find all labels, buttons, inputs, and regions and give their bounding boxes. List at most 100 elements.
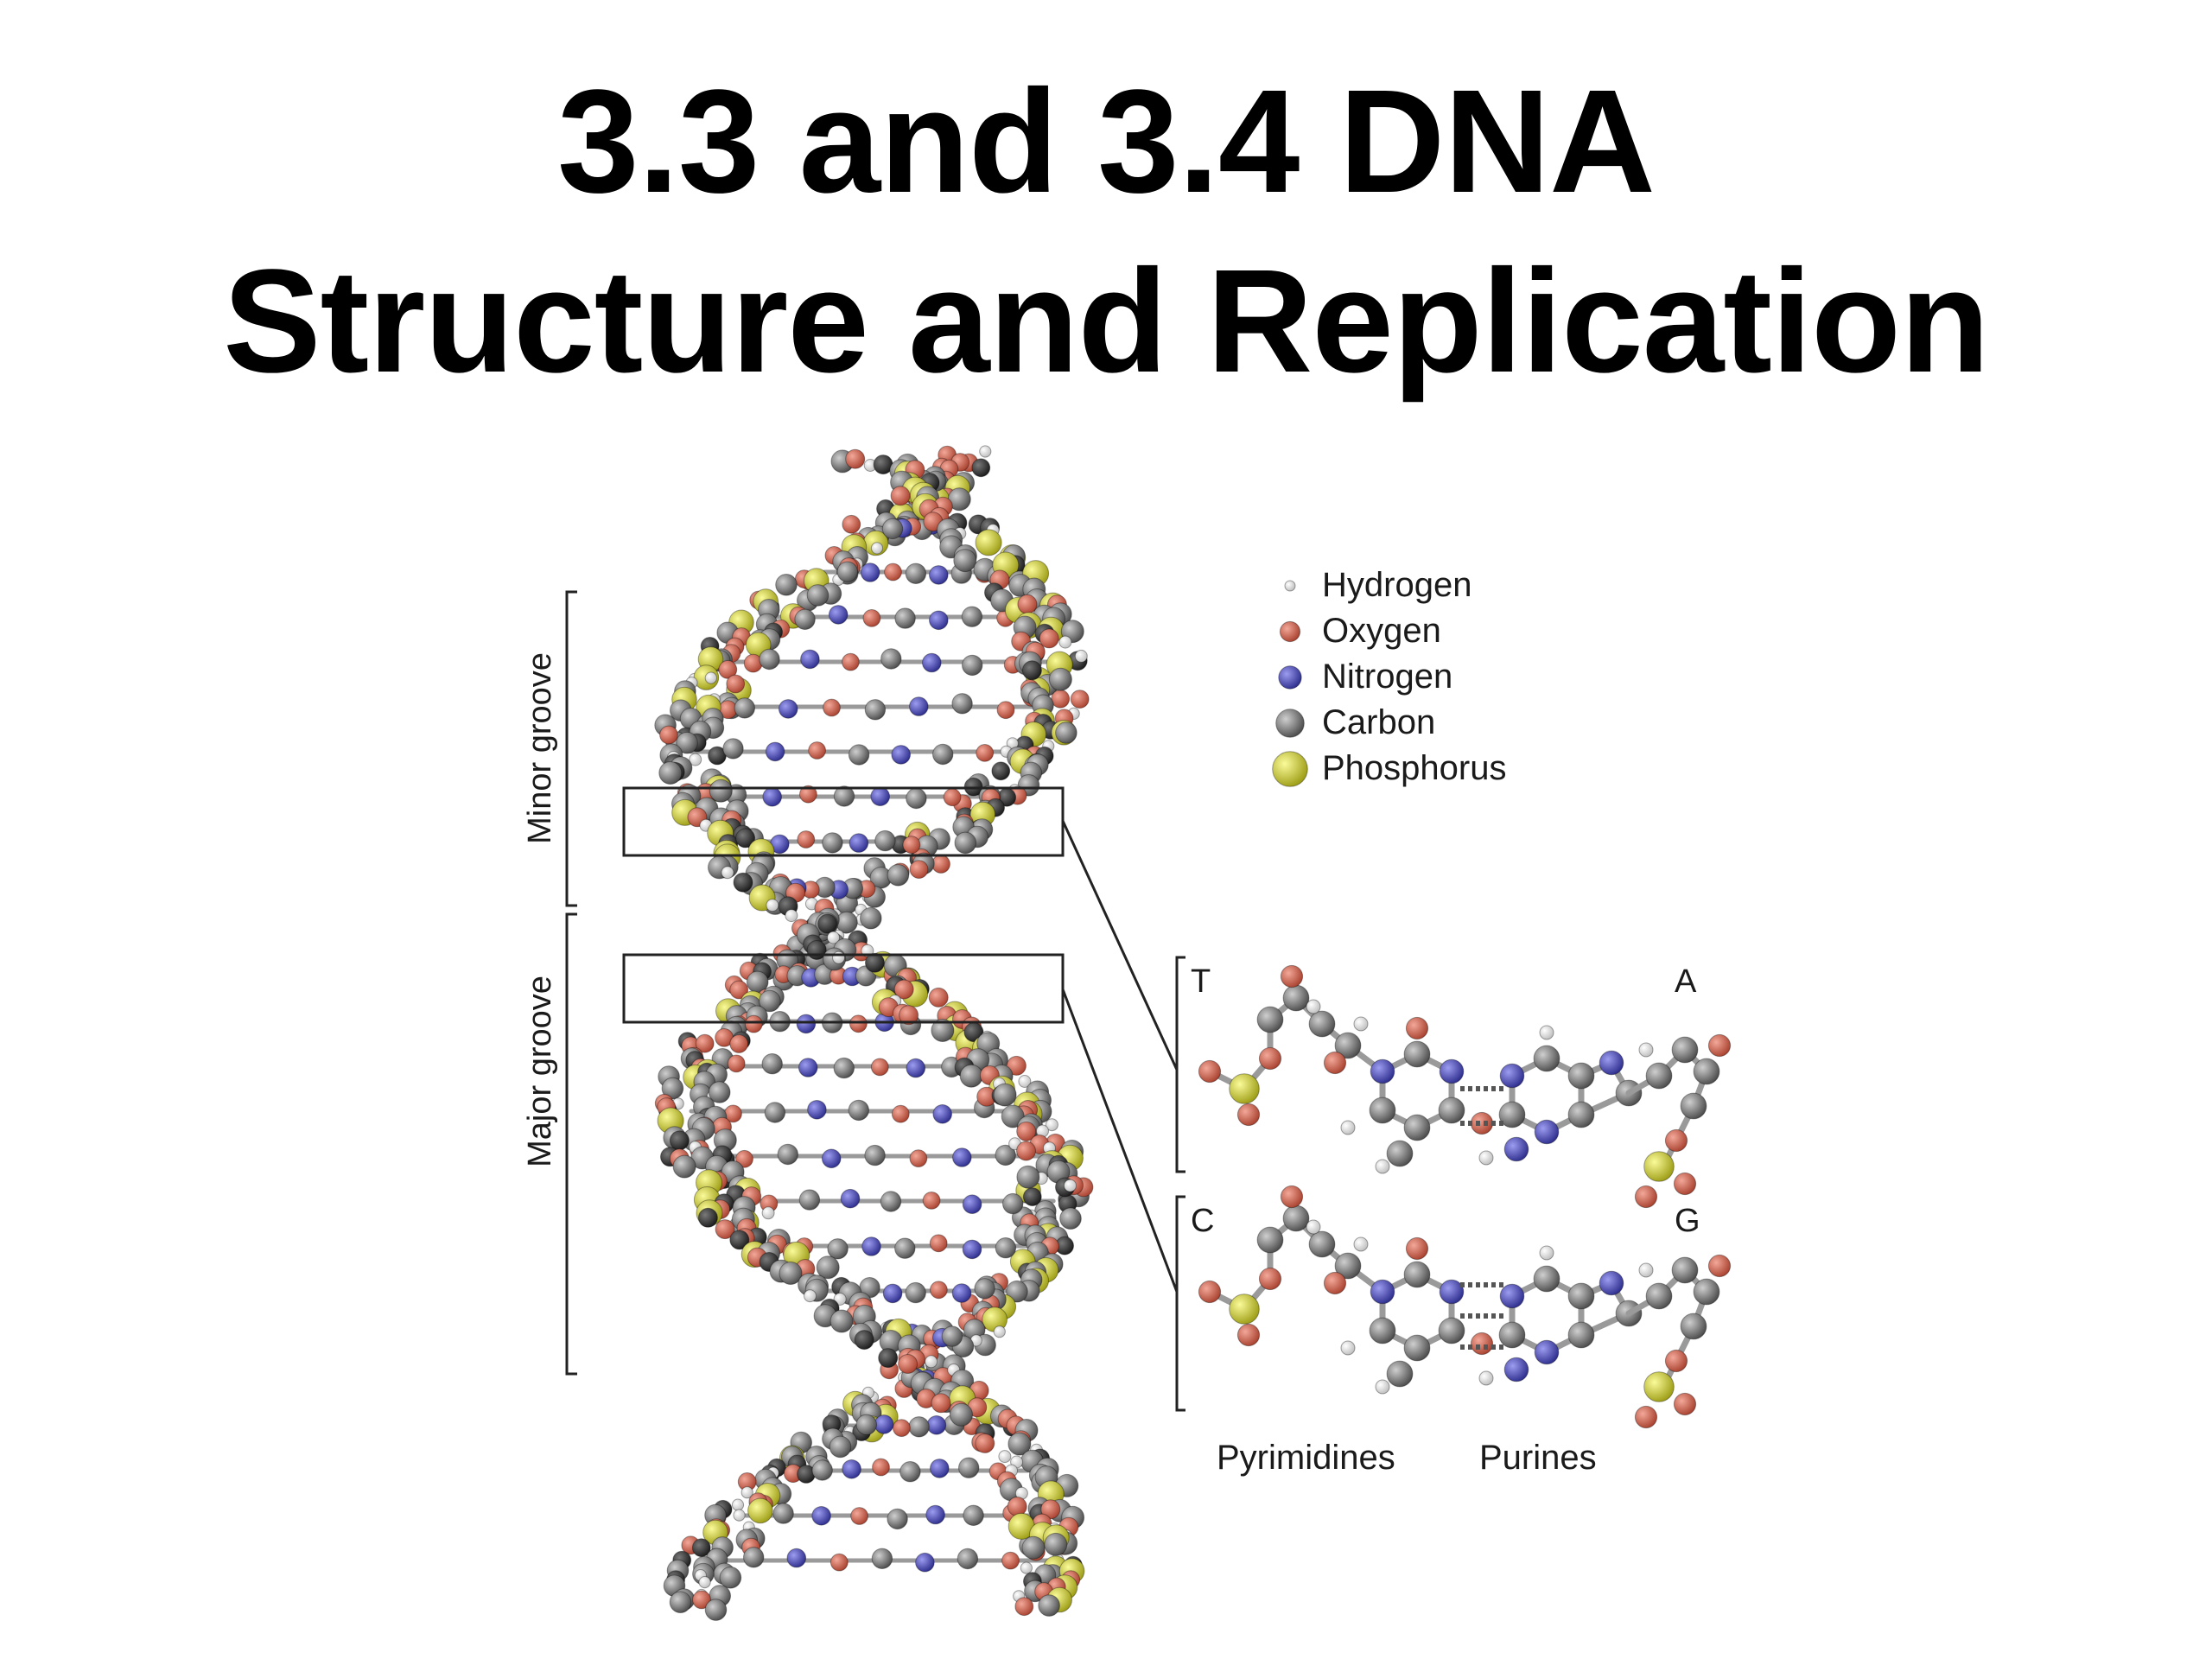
base-atom xyxy=(951,693,973,715)
backbone-atom xyxy=(1022,1187,1042,1206)
base-pair-atom xyxy=(1634,1405,1658,1429)
base-atom xyxy=(759,648,780,671)
base-atom xyxy=(882,1283,903,1304)
base-label-a: A xyxy=(1675,963,1697,1000)
backbone-atom xyxy=(931,1393,951,1414)
base-pair-atom xyxy=(1323,1271,1347,1295)
base-pair-atom xyxy=(1498,1101,1526,1128)
base-atom xyxy=(1002,1192,1024,1215)
backbone-atom xyxy=(689,753,702,766)
base-atom xyxy=(909,1149,928,1167)
backbone-atom xyxy=(704,1599,728,1621)
base-pair-atom xyxy=(1403,1040,1431,1068)
backbone-atom xyxy=(975,529,1002,556)
base-atom xyxy=(943,788,962,807)
base-atom xyxy=(906,1058,926,1078)
backbone-atom xyxy=(1021,660,1042,681)
legend-swatch-oxygen xyxy=(1279,620,1301,643)
base-atom xyxy=(922,1192,941,1210)
backbone-atom xyxy=(950,1402,973,1427)
base-atom xyxy=(996,701,1015,720)
backbone-atom xyxy=(845,448,866,469)
backbone-atom xyxy=(676,731,698,754)
base-atom xyxy=(811,1506,831,1526)
base-pair-atom xyxy=(1634,1185,1658,1209)
backbone-atom xyxy=(953,549,977,573)
base-pair-atom xyxy=(1638,1042,1654,1058)
base-atom xyxy=(930,1459,950,1478)
base-atom xyxy=(874,1414,894,1434)
zoom-connector-lines xyxy=(1061,820,1179,1293)
base-atom xyxy=(772,1503,794,1524)
base-pair-t-a xyxy=(1198,964,1732,1209)
base-atom xyxy=(995,1237,1017,1259)
base-atom xyxy=(823,698,841,717)
backbone-atom xyxy=(709,779,733,803)
base-atom xyxy=(905,1281,926,1304)
legend-label-carbon: Carbon xyxy=(1322,703,1435,741)
base-pair-atom xyxy=(1503,1357,1529,1382)
backbone-atom xyxy=(928,987,949,1007)
base-pair-atom xyxy=(1539,1025,1554,1040)
base-pair-atom xyxy=(1386,1360,1414,1388)
backbone-atom xyxy=(860,906,882,930)
backbone-atom xyxy=(878,1348,899,1369)
base-pair-atom xyxy=(1533,1045,1560,1072)
base-pair-atom xyxy=(1498,1321,1526,1349)
base-pair-atom xyxy=(1539,1245,1554,1261)
base-atom xyxy=(798,1058,818,1077)
base-atom xyxy=(932,743,954,766)
base-atom xyxy=(808,741,826,760)
base-atom xyxy=(800,649,820,670)
base-pair-atom xyxy=(1236,1323,1261,1347)
base-atom xyxy=(842,1459,861,1479)
backbone-atom xyxy=(731,1498,745,1511)
base-pair-atom xyxy=(1599,1270,1624,1296)
base-pair-atom xyxy=(1340,1340,1356,1356)
major-groove-bracket xyxy=(565,912,577,1376)
backbone-atom xyxy=(832,950,845,964)
backbone-atom xyxy=(1044,1532,1068,1556)
backbone-atom xyxy=(691,1538,711,1558)
base-pair-atom xyxy=(1664,1128,1688,1153)
backbone-atom xyxy=(729,980,749,1000)
base-atom xyxy=(778,699,798,719)
base-atom xyxy=(894,607,916,629)
base-pair-atom xyxy=(1306,999,1321,1014)
base-pair-atom xyxy=(1405,1236,1429,1261)
backbone-atom xyxy=(833,1293,847,1306)
base-atom xyxy=(880,1191,902,1212)
base-atom xyxy=(995,1144,1016,1166)
base-pair-atom xyxy=(1280,1185,1304,1209)
backbone-atom xyxy=(1014,1597,1034,1617)
base-atom xyxy=(849,833,869,853)
base-pair-atom xyxy=(1323,1051,1347,1075)
backbone-atom xyxy=(870,542,884,555)
backbone-atom xyxy=(1016,1141,1036,1161)
base-atom xyxy=(734,697,755,719)
base-atom xyxy=(811,1459,833,1481)
backbone-atom xyxy=(890,486,911,506)
base-atom xyxy=(976,744,995,762)
base-pair-atom xyxy=(1229,1294,1260,1325)
backbone-atom xyxy=(806,584,830,607)
backbone-atom xyxy=(785,909,798,923)
legend-label-hydrogen: Hydrogen xyxy=(1322,566,1471,604)
base-atom xyxy=(870,1058,889,1077)
base-pair-atom xyxy=(1229,1073,1260,1104)
base-pair-atom xyxy=(1707,1033,1732,1058)
backbone-atom xyxy=(669,1130,690,1151)
base-atom xyxy=(951,1283,972,1303)
backbone-atom xyxy=(718,660,738,679)
base-pair-atom xyxy=(1439,1058,1465,1084)
backbone-atom xyxy=(747,1497,773,1524)
backbone-atom xyxy=(830,1309,854,1333)
base-pair-atom xyxy=(1643,1151,1675,1182)
backbone-atom xyxy=(741,1486,753,1499)
base-pair-atom xyxy=(1438,1317,1465,1344)
base-atom xyxy=(909,696,929,716)
base-atom xyxy=(821,1148,842,1169)
base-atom xyxy=(836,561,858,582)
base-pair-atom xyxy=(1353,1236,1369,1252)
base-pair-atom xyxy=(1643,1371,1675,1402)
